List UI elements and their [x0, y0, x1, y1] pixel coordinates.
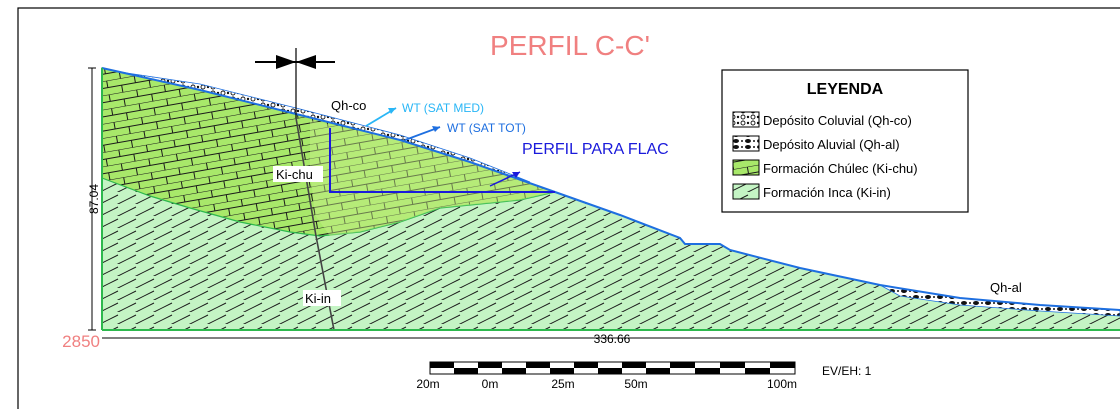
legend-swatch-inca — [732, 183, 760, 200]
scale-tick-2: 25m — [551, 377, 574, 391]
scale-ratio-label: EV/EH: 1 — [822, 364, 872, 378]
qh-co-label-bg — [329, 98, 373, 113]
legend-box — [721, 69, 969, 213]
chulec-saturated-zone — [310, 120, 555, 236]
scale-tick-1: 0m — [482, 377, 499, 391]
scale-tick-0: 20m — [416, 377, 439, 391]
scale-tick-4: 100m — [767, 377, 797, 391]
legend: LEYENDA Depósito Coluvial (Qh-co) Depósi… — [721, 69, 969, 213]
legend-label-aluvial: Depósito Aluvial (Qh-al) — [763, 137, 900, 152]
ground-surface-line — [101, 67, 1120, 311]
legend-title: LEYENDA — [807, 81, 884, 98]
base-elevation-label: 2850 — [62, 332, 100, 351]
section-title: PERFIL C-C' — [490, 30, 650, 61]
sheet-frame — [17, 7, 1120, 409]
scale-bar: 20m 0m 25m 50m 100m EV/EH: 1 — [416, 361, 872, 391]
ki-in-label: Ki-in — [305, 291, 331, 306]
ki-chu-label-bg — [273, 166, 323, 182]
qh-al-label: Qh-al — [990, 280, 1022, 295]
scale-tick-3: 50m — [624, 377, 647, 391]
height-dimension-label: 87.04 — [87, 184, 101, 214]
legend-label-chulec: Formación Chúlec (Ki-chu) — [763, 161, 918, 176]
ki-in-label-bg — [303, 290, 341, 306]
legend-swatch-chulec — [732, 159, 760, 176]
legend-swatch-aluvial — [732, 135, 760, 152]
legend-swatch-coluvial — [732, 111, 760, 128]
perfil-flac-label: PERFIL PARA FLAC — [522, 141, 669, 158]
qh-co-label: Qh-co — [331, 98, 366, 113]
wt-sat-med-label: WT (SAT MED) — [402, 101, 484, 115]
ki-chu-label: Ki-chu — [276, 167, 313, 182]
height-dimension-ticks — [88, 67, 96, 331]
wt-tot-arrow-head — [432, 126, 440, 132]
wt-sat-tot-label: WT (SAT TOT) — [447, 121, 526, 135]
flac-arrow-head — [512, 172, 520, 178]
legend-label-inca: Formación Inca (Ki-in) — [763, 185, 891, 200]
flac-profile-box — [329, 128, 555, 193]
length-dimension-label: 336.66 — [594, 332, 631, 346]
wt-med-arrow-head — [388, 108, 396, 114]
legend-label-coluvial: Depósito Coluvial (Qh-co) — [763, 113, 912, 128]
